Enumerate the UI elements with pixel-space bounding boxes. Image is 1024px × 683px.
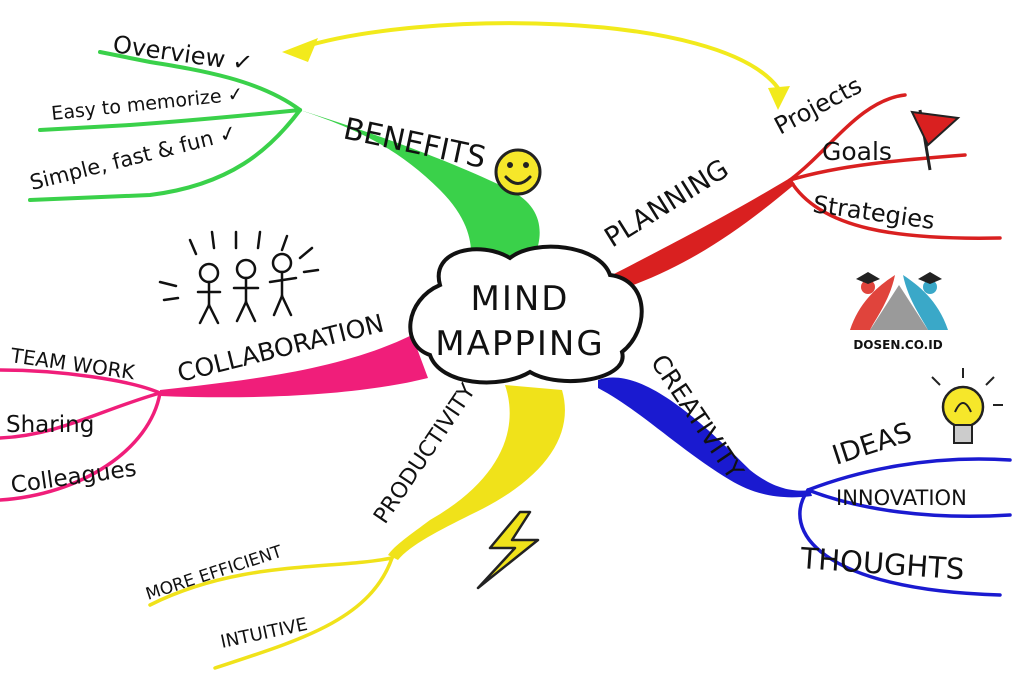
creativity-item-thoughts: THOUGHTS xyxy=(799,541,966,586)
creativity-item-innovation: INNOVATION xyxy=(836,486,967,510)
branch-planning: PLANNING Projects Goals Strategies xyxy=(599,71,1002,288)
center-title-line1: MIND xyxy=(471,279,570,319)
flag-icon xyxy=(910,109,961,171)
benefits-item-simple: Simple, fast & fun ✓ xyxy=(27,120,239,195)
branch-collaboration: COLLABORATION TEAM WORK Sharing Colleagu… xyxy=(0,230,428,502)
productivity-item-efficient: MORE EFFICIENT xyxy=(143,542,285,605)
lightbulb-icon xyxy=(931,368,1003,444)
planning-item-projects: Projects xyxy=(770,71,867,140)
collab-item-sharing: Sharing xyxy=(6,412,94,438)
collab-item-colleagues: Colleagues xyxy=(9,456,138,499)
logo-text: DOSEN.CO.ID xyxy=(853,338,942,352)
branch-benefits: BENEFITS Overview ✓ Easy to memorize ✓ S… xyxy=(27,30,542,270)
collab-item-teamwork: TEAM WORK xyxy=(8,343,137,384)
logo-icon: DOSEN.CO.ID xyxy=(850,272,948,352)
center-title-line2: MAPPING xyxy=(435,324,604,364)
benefits-item-overview: Overview ✓ xyxy=(111,30,254,77)
connector-arrow xyxy=(282,21,790,110)
central-node: MIND MAPPING xyxy=(408,244,644,385)
branch-creativity: CREATIVITY IDEAS INNOVATION THOUGHTS xyxy=(598,349,1012,597)
productivity-item-intuitive: INTUITIVE xyxy=(219,614,310,653)
branch-productivity: PRODUCTIVITY MORE EFFICIENT INTUITIVE xyxy=(143,379,565,670)
smiley-icon xyxy=(494,148,542,196)
stick-figures-icon xyxy=(158,230,320,325)
lightning-icon xyxy=(476,510,540,590)
planning-item-goals: Goals xyxy=(822,137,892,166)
